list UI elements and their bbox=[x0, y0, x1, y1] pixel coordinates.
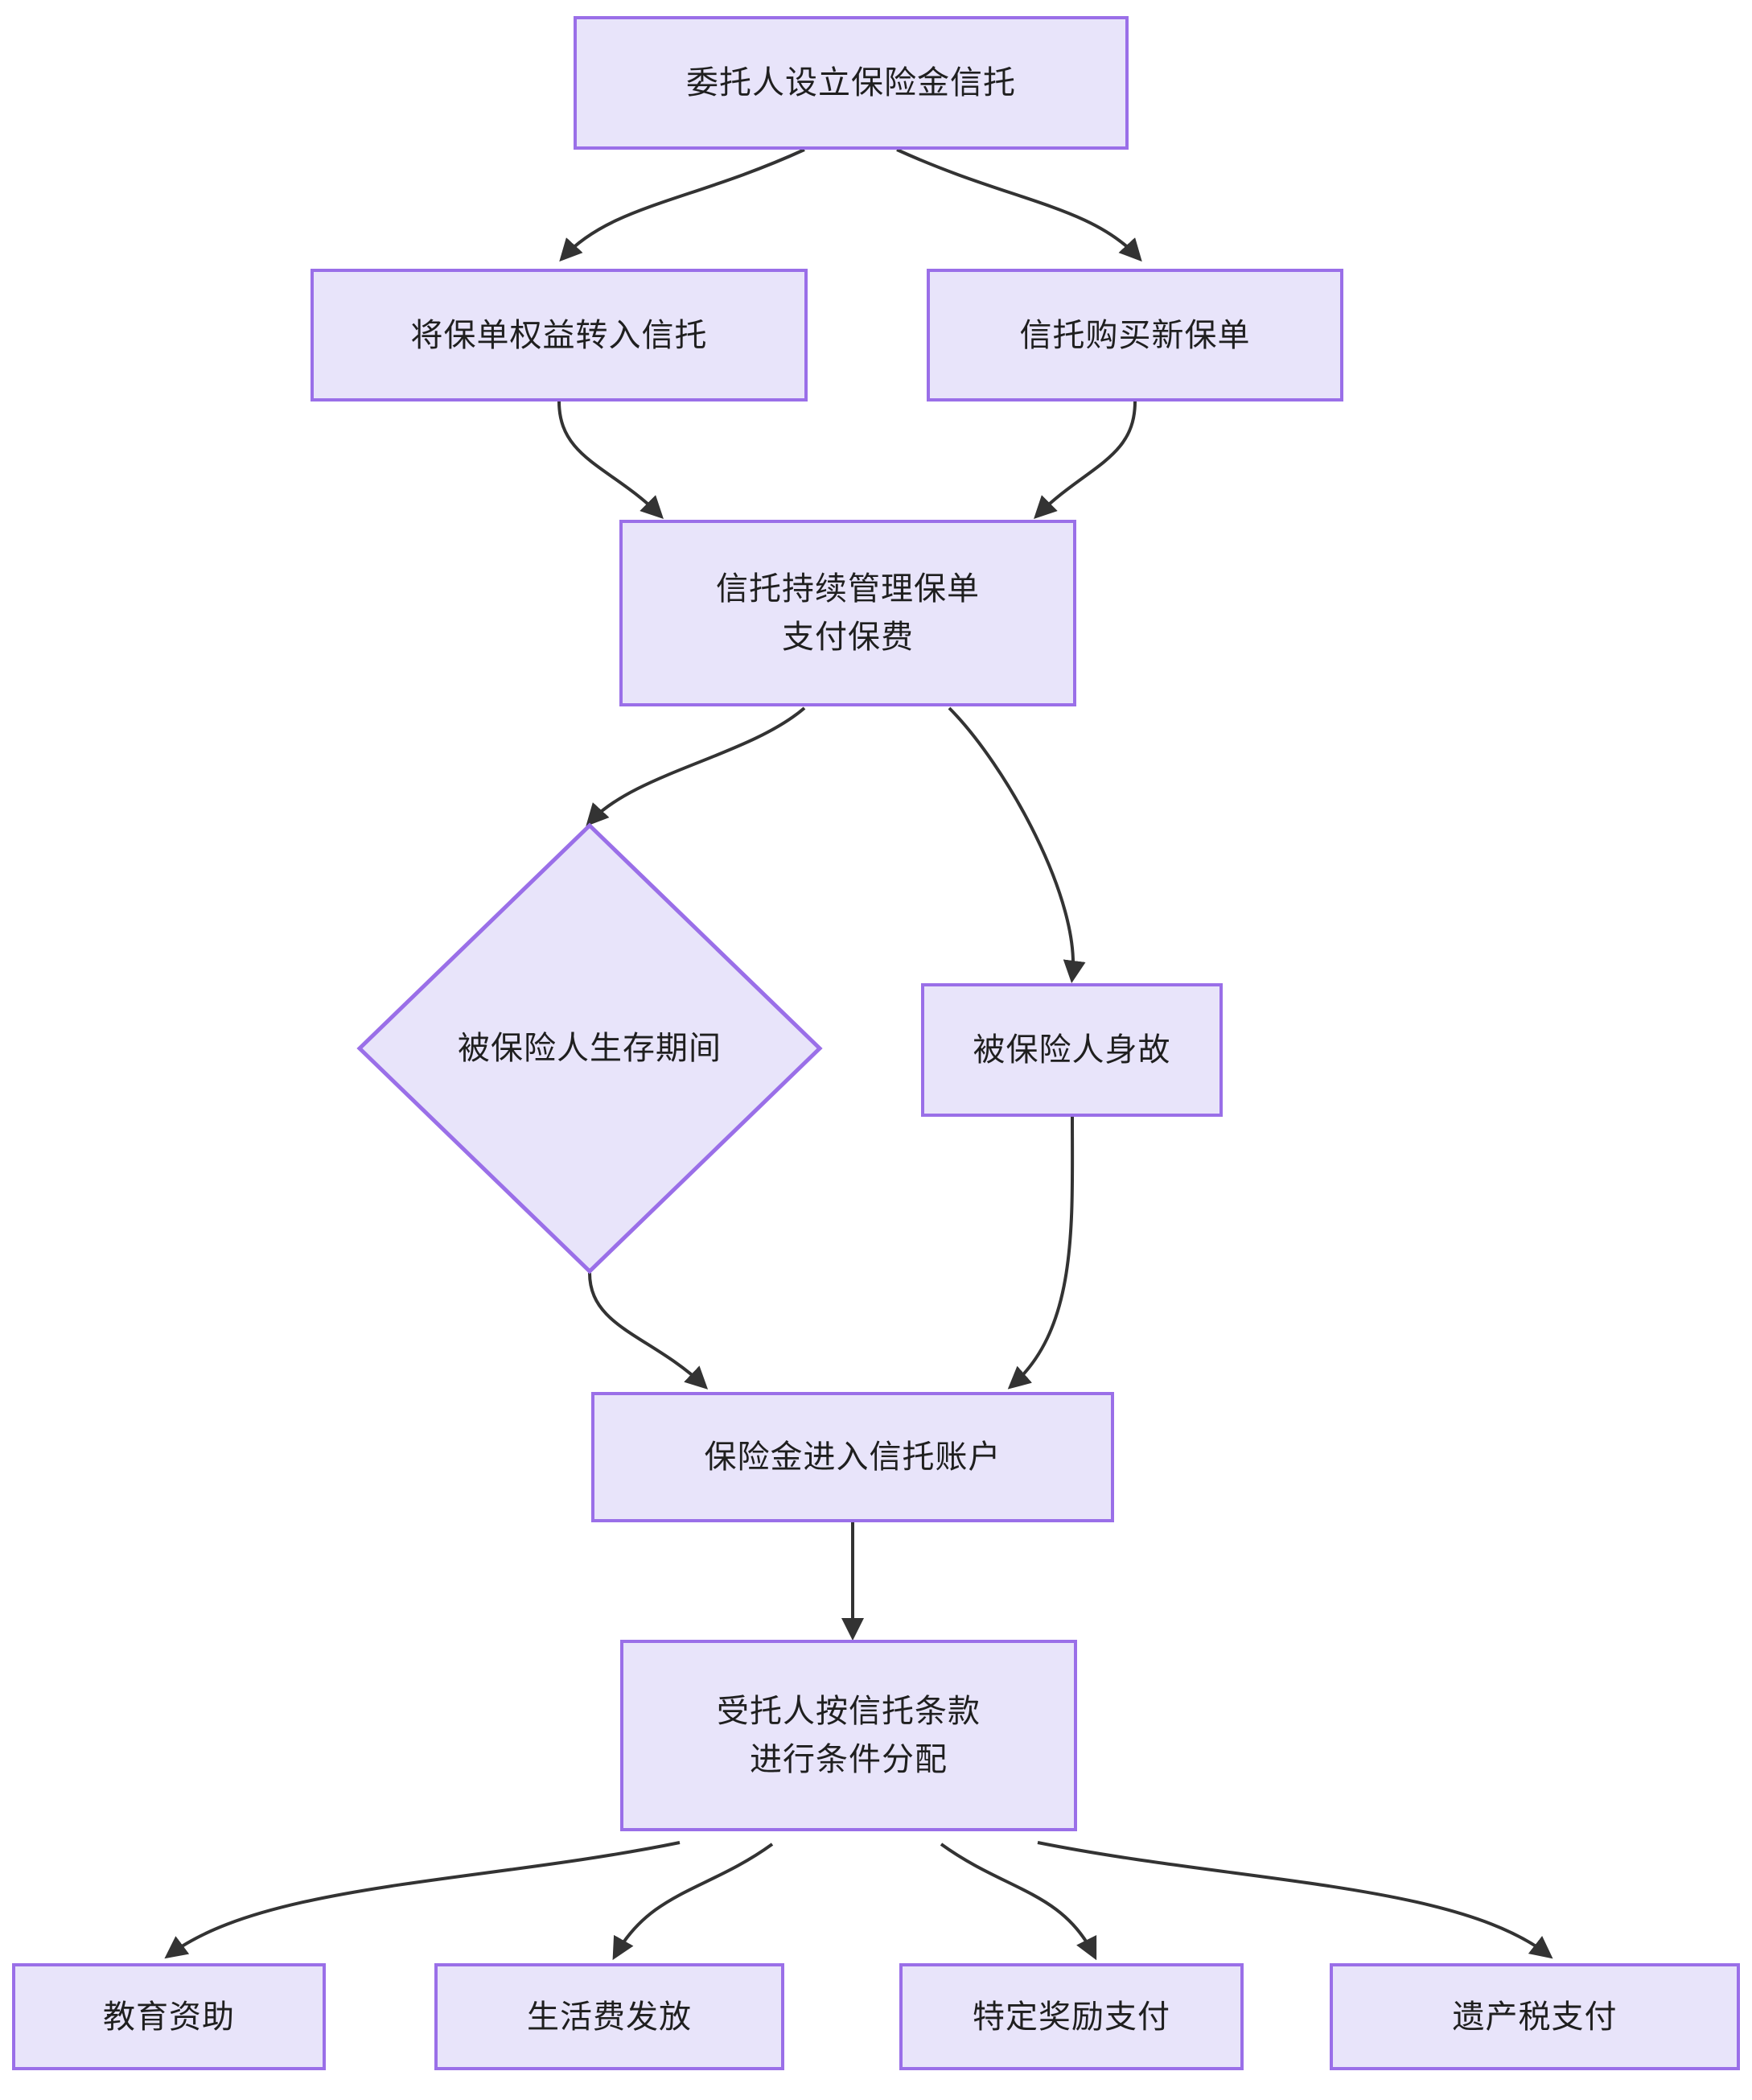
edge-n4-n5 bbox=[586, 706, 806, 827]
node-trust-buys-new-policy[interactable]: 信托购买新保单 bbox=[927, 269, 1343, 401]
node-estate-tax-payment[interactable]: 遗产税支付 bbox=[1330, 1963, 1740, 2070]
edge-n1-n3 bbox=[896, 148, 1142, 262]
edge-n2-n4 bbox=[557, 401, 664, 519]
edge-n8-n11 bbox=[940, 1843, 1097, 1961]
edge-n8-n12 bbox=[1037, 1841, 1553, 1959]
node-transfer-policy-rights[interactable]: 将保单权益转入信托 bbox=[311, 269, 808, 401]
node-education-funding[interactable]: 教育资助 bbox=[12, 1963, 326, 2070]
node-label: 信托持续管理保单 支付保费 bbox=[716, 571, 980, 655]
node-label: 信托购买新保单 bbox=[1019, 317, 1251, 353]
node-settlor-establishes-trust[interactable]: 委托人设立保险金信托 bbox=[574, 16, 1129, 150]
edge-n8-n9 bbox=[164, 1841, 681, 1959]
node-label: 教育资助 bbox=[103, 1999, 235, 2035]
node-proceeds-enter-trust-account[interactable]: 保险金进入信托账户 bbox=[591, 1392, 1114, 1522]
node-label: 将保单权益转入信托 bbox=[410, 317, 708, 353]
node-insured-deceased[interactable]: 被保险人身故 bbox=[921, 983, 1223, 1117]
edge-n5-n7 bbox=[588, 1272, 709, 1390]
node-living-expenses[interactable]: 生活费发放 bbox=[434, 1963, 784, 2070]
node-label: 被保险人生存期间 bbox=[458, 1031, 722, 1066]
node-label: 特定奖励支付 bbox=[973, 1999, 1170, 2035]
node-trustee-conditional-distribution[interactable]: 受托人按信托条款 进行条件分配 bbox=[620, 1640, 1077, 1831]
edge-n4-n6 bbox=[948, 706, 1086, 983]
node-label: 保险金进入信托账户 bbox=[704, 1439, 1001, 1475]
node-label: 生活费发放 bbox=[527, 1999, 692, 2035]
edge-n8-n10 bbox=[612, 1843, 774, 1961]
node-label: 遗产税支付 bbox=[1452, 1999, 1618, 2035]
edge-n1-n2 bbox=[559, 148, 805, 262]
node-insured-alive-decision[interactable]: 被保险人生存期间 bbox=[356, 822, 823, 1274]
node-label: 受托人按信托条款 进行条件分配 bbox=[717, 1694, 981, 1777]
diamond-shape bbox=[356, 822, 823, 1274]
node-label: 委托人设立保险金信托 bbox=[686, 65, 1016, 101]
edge-n3-n4 bbox=[1034, 401, 1137, 519]
node-trust-manages-policy[interactable]: 信托持续管理保单 支付保费 bbox=[619, 520, 1076, 706]
edge-n6-n7 bbox=[1007, 1116, 1075, 1390]
node-label: 被保险人身故 bbox=[973, 1032, 1171, 1068]
node-special-incentive-payment[interactable]: 特定奖励支付 bbox=[899, 1963, 1244, 2070]
